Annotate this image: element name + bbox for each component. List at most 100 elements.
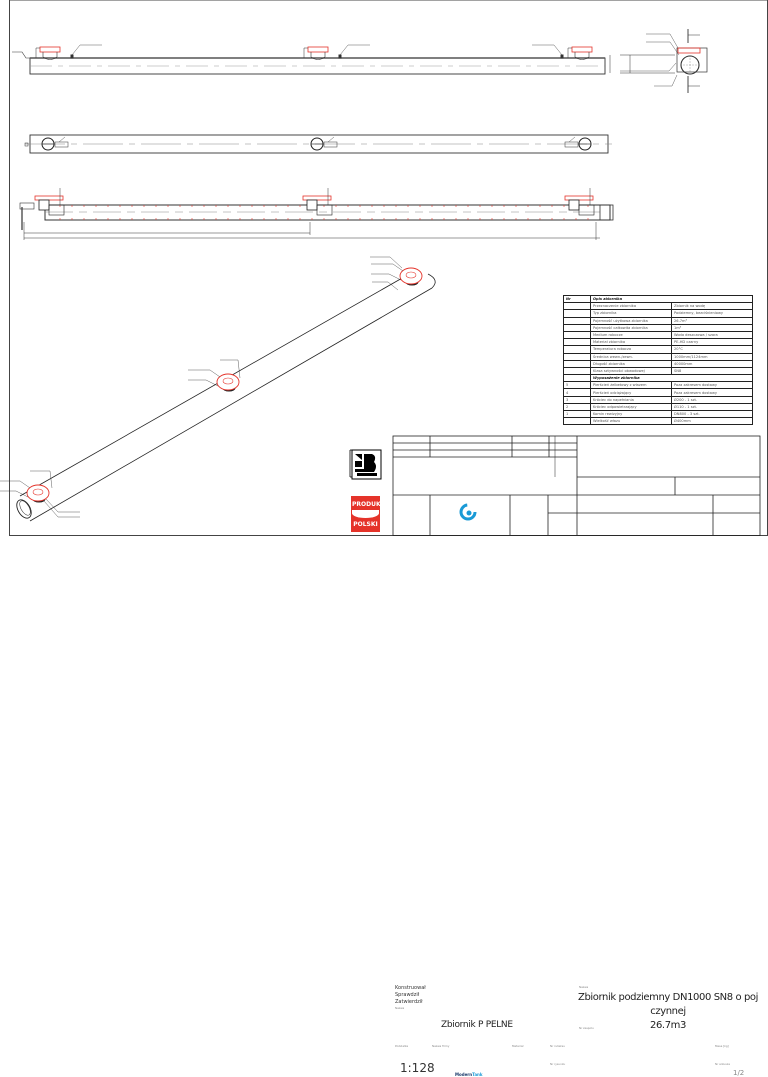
cell-number [563,359,591,368]
cell-value: Podziemny, bezciśnieniowy [671,309,753,318]
cell-name: Przeznaczenie zbiornika [590,302,672,311]
cell-name: Wielkość włazu [590,417,672,426]
cell-number [563,316,591,325]
manhole [302,188,333,216]
cell-name: Króciec odpowietrzający [590,402,672,412]
manhole-ring [39,46,61,53]
company-name-a: Modern [455,1072,473,1077]
drawing-no-label: Nr rysunku [550,1062,566,1066]
section-view [19,188,614,240]
description-line-2: 26.7m3 [650,1020,686,1031]
badge-line-1: PRODUKT [352,501,385,508]
manhole [532,44,593,60]
name2-label: Nazwa [579,985,589,989]
cell-name: Materiał zbiornika [590,338,672,347]
cell-number [563,309,591,318]
description-line-1: Zbiornik podziemny DN1000 SN8 o poj czyn… [578,992,759,1017]
front-view [12,44,606,75]
company-name: ModernTank [455,1072,483,1077]
mass-label: Masa [kg] [715,1044,729,1048]
cell-name: Opis zbiornika [590,294,753,304]
sheet-border [9,0,768,536]
cell-value: Zbiornik na wodę [671,302,753,311]
cell-value: 20°C [671,345,753,354]
drawing-title: Zbiornik P PELNE [441,1020,513,1030]
cell-number [563,338,591,347]
cell-number [563,352,591,361]
cell-number: 5 [563,381,591,390]
manhole-ring [216,373,240,391]
leader-line [12,51,30,59]
cell-value: Ø110 - 1 szt. [671,402,753,412]
manhole-ring [34,195,64,201]
manhole-ring [307,46,329,53]
cell-name: Klasa sztywności obwodowej [590,366,672,376]
cell-number [563,323,591,332]
technical-drawing [0,0,768,536]
tank-body [44,204,611,221]
badge-wave [352,510,379,518]
title-block [392,435,761,536]
cell-name: Komin rewizyjny [590,409,672,419]
cell-name: Długość zbiornika [590,359,672,368]
manhole [371,263,423,286]
cell-value: PE-HD czarny [671,338,753,347]
cell-name: Pojemność całkowita zbiornika [590,323,672,332]
cell-value: Ø200 - 1 szt. [671,395,753,404]
manhole-ring [564,195,594,201]
cell-value: SN8 [671,366,753,376]
modern-tank-logo [459,503,477,521]
manhole [41,136,69,151]
cell-value: Ø400mm [671,417,753,426]
material-label: Materiał [512,1044,524,1048]
cell-number [563,330,591,340]
cell-name: Króciec do napełniania [590,395,672,404]
manhole-ring [26,484,50,502]
tank-opening [16,499,32,519]
cell-number: Nr [563,294,591,304]
cell-name: Pojemność użytkowa zbiornika [590,316,672,325]
cell-value: Woda deszczowa / szara [671,330,753,340]
isometric-view [0,256,436,522]
company-label: Nazwa firmy [432,1044,450,1048]
cell-value: 1m³ [671,323,753,332]
manhole [35,44,102,60]
cell-value: Poza zakresem dostawy [671,381,753,390]
cell-name: Wyposażenie zbiornika [590,374,753,383]
table-row: Średnica wewn./zewn.1000mm/1124mm [563,352,753,361]
table-section-header: Wyposażenie zbiornika [563,374,753,383]
badge-line-2: POLSKI [353,521,378,528]
manhole [34,188,65,216]
assembly-label: Nr zespołu [579,1026,594,1030]
cell-name: Temperatura robocza [590,345,672,354]
manhole-ring [399,267,423,285]
manhole-ring [302,195,332,201]
signature-checked: Sprawdził [395,992,420,998]
cell-number [563,302,591,311]
cell-number [563,374,591,383]
cell-number [563,345,591,354]
manhole [188,369,240,392]
cell-name: Medium robocze [590,330,672,340]
scale-label: Podziałka [395,1044,409,1048]
cell-number: 4 [563,388,591,397]
drawing-description: Zbiornik podziemny DN1000 SN8 o poj czyn… [578,991,758,1033]
company-name-b: Tank [472,1072,483,1077]
manhole [303,44,370,60]
name-label: Nazwa [395,1006,405,1010]
tank-top-edge [19,276,405,497]
cell-number: 1 [563,409,591,419]
side-view [609,29,708,93]
